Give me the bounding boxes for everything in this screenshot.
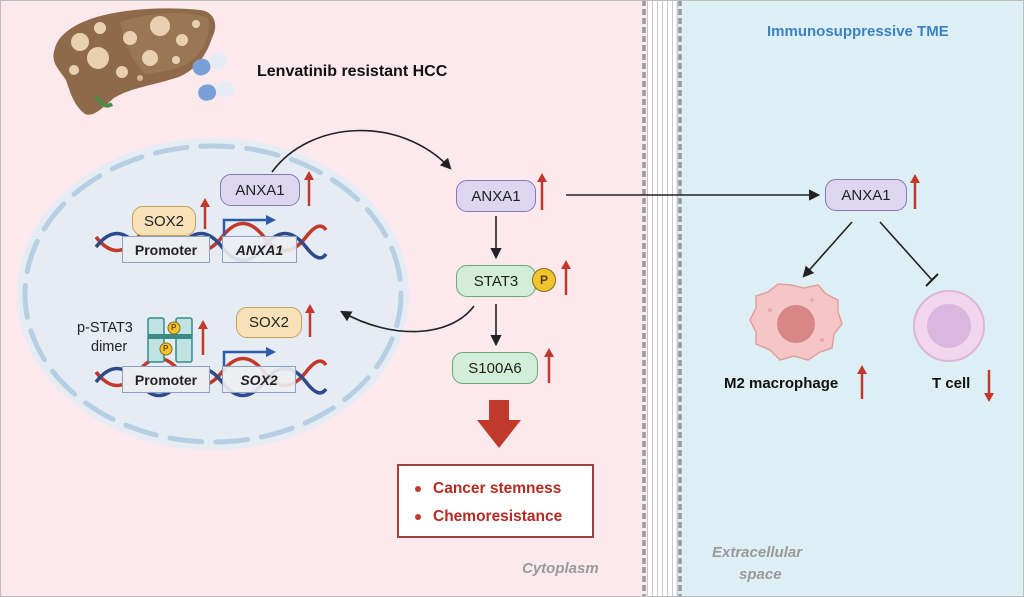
up-arrow-icon bbox=[198, 320, 208, 355]
up-arrow-icon bbox=[305, 304, 315, 337]
up-arrow-icon bbox=[561, 260, 571, 295]
anxa1-gene: ANXA1 bbox=[222, 236, 297, 263]
up-arrow-icon bbox=[537, 173, 547, 210]
cell-membrane bbox=[646, 0, 678, 597]
pstat3-dimer-icon bbox=[147, 317, 193, 363]
extracellular-label-line1: Extracellular bbox=[712, 544, 803, 561]
tss-arrow-anxa1 bbox=[222, 218, 268, 238]
s100a6-pill: S100A6 bbox=[452, 352, 538, 384]
cytoplasm-label: Cytoplasm bbox=[522, 560, 599, 577]
outcome-box: Cancer stemness Chemoresistance bbox=[397, 464, 594, 538]
up-arrow-icon bbox=[200, 198, 210, 229]
arrow-nuclear-anxa1-to-cytoplasm bbox=[271, 129, 452, 173]
up-arrow-icon bbox=[910, 174, 920, 209]
pills-icon bbox=[192, 52, 234, 101]
outcome-item: Chemoresistance bbox=[415, 503, 592, 531]
extracellular-label-line2: space bbox=[739, 566, 782, 583]
t-cell bbox=[913, 290, 985, 362]
outcome-item: Cancer stemness bbox=[415, 475, 592, 503]
sox2-gene: SOX2 bbox=[222, 366, 296, 393]
big-down-arrow bbox=[477, 400, 521, 448]
promoter-2: Promoter bbox=[122, 366, 210, 393]
pstat3-label-line1: p-STAT3 bbox=[77, 320, 133, 336]
tss-arrow-sox2 bbox=[222, 350, 268, 372]
inhibition-tcell bbox=[879, 221, 933, 281]
pstat3-label-line2: dimer bbox=[91, 339, 128, 355]
arrow-stat3-to-nucleus bbox=[340, 305, 475, 333]
nuclear-anxa1-pill: ANXA1 bbox=[220, 174, 300, 206]
tme-label: Immunosuppressive TME bbox=[767, 23, 949, 40]
phosphate-circle: P bbox=[532, 268, 556, 292]
sox2-product-pill: SOX2 bbox=[236, 307, 302, 338]
promoter-1: Promoter bbox=[122, 236, 210, 263]
cytoplasmic-anxa1-pill: ANXA1 bbox=[456, 180, 536, 212]
up-arrow-icon bbox=[544, 348, 554, 383]
nucleus bbox=[17, 138, 409, 450]
up-arrow-icon bbox=[857, 365, 867, 399]
title-label: Lenvatinib resistant HCC bbox=[257, 63, 448, 80]
phospho-marker: P bbox=[163, 344, 169, 353]
extracellular-anxa1-pill: ANXA1 bbox=[825, 179, 907, 211]
sox2-protein-pill: SOX2 bbox=[132, 206, 196, 236]
phosphate-label: P bbox=[539, 273, 548, 287]
m2-macrophage-cell bbox=[749, 283, 843, 361]
t-cell-label: T cell bbox=[932, 375, 971, 392]
stat3-pill: STAT3 bbox=[456, 265, 536, 297]
m2-macrophage-label: M2 macrophage bbox=[724, 375, 839, 392]
up-arrow-icon bbox=[304, 171, 314, 206]
down-arrow-icon bbox=[984, 370, 994, 402]
phospho-marker: P bbox=[171, 323, 177, 332]
liver-illustration bbox=[53, 8, 216, 115]
